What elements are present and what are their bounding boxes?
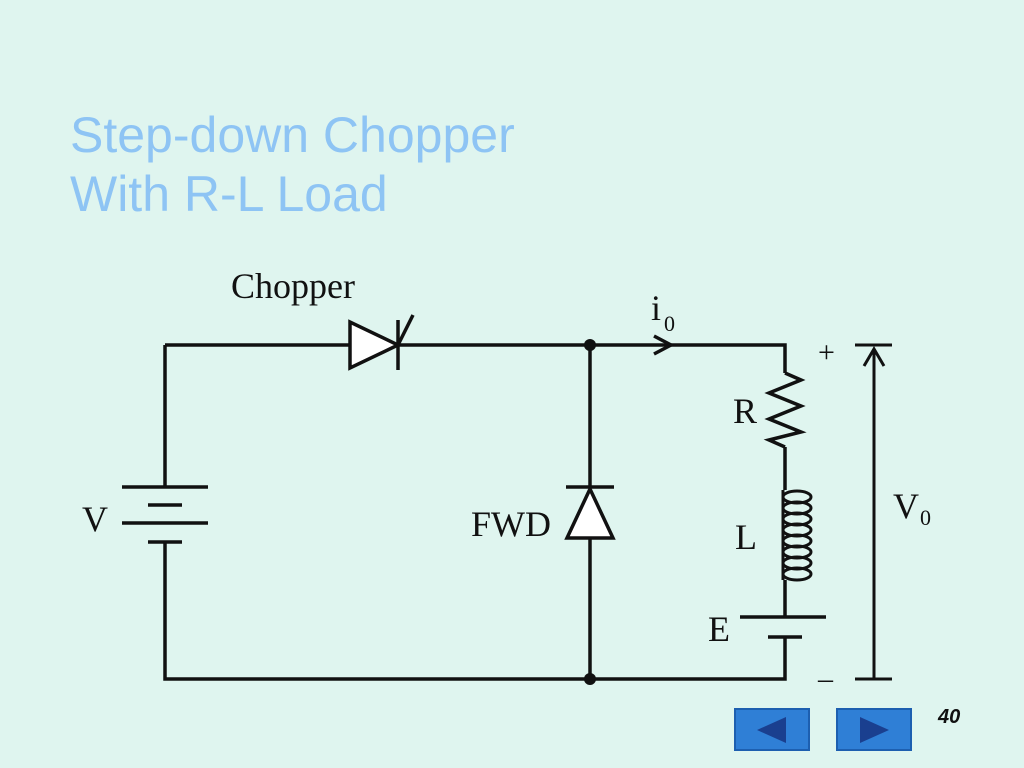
slide-title: Step-down Chopper With R-L Load [70,106,515,224]
next-slide-button[interactable] [836,708,912,751]
wire-top-right [398,343,787,373]
junction-dot-top [584,339,596,351]
chopper-label: Chopper [231,266,355,306]
emf-label: E [708,609,730,649]
source-battery [122,485,208,544]
resistor-label: R [733,391,757,431]
current-arrow-icon [653,334,675,356]
fwd-label: FWD [471,504,551,544]
left-arrow-icon [757,716,786,743]
plus-sign: + [818,336,835,369]
previous-slide-button[interactable] [734,708,810,751]
title-line-1: Step-down Chopper [70,107,515,163]
inductor [781,489,813,582]
chopper-thyristor [348,314,415,371]
current-label-subscript: 0 [664,311,675,336]
output-voltage-arrow [855,343,892,681]
right-arrow-icon [860,716,889,743]
output-voltage-label: V [893,486,919,526]
freewheeling-diode [564,484,616,540]
inductor-label: L [735,517,757,557]
minus-sign: – [817,662,834,695]
output-voltage-subscript: 0 [920,505,931,530]
page-number: 40 [938,706,961,728]
resistor [763,371,807,449]
source-voltage-label: V [82,499,108,539]
current-label: i [651,288,661,328]
junction-dot-bottom [584,673,596,685]
emf-battery [740,615,826,639]
title-line-2: With R-L Load [70,166,388,222]
wire-left-lower [163,542,787,681]
